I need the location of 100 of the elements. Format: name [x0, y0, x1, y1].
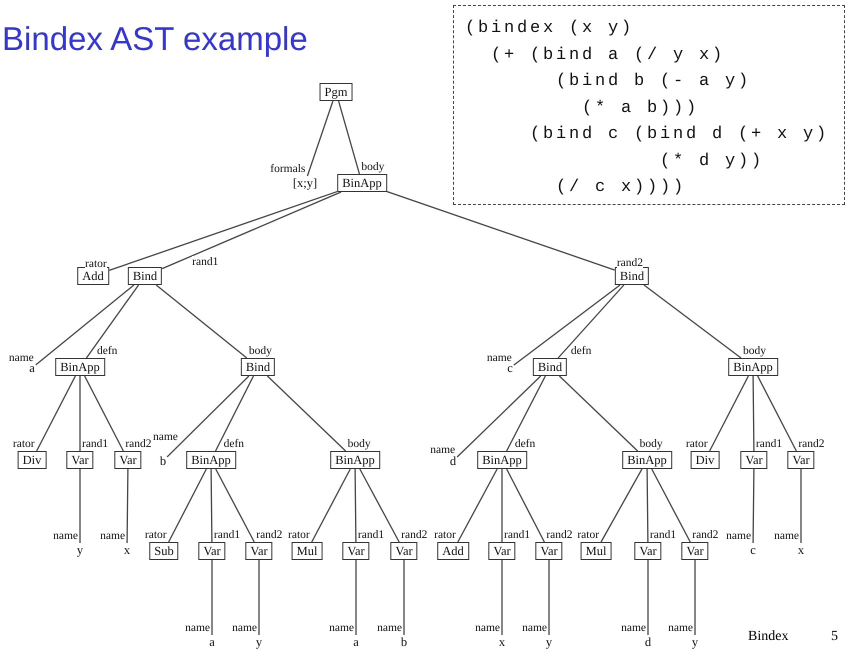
tree-node-box: Var — [681, 542, 709, 560]
tree-node-box: BinApp — [55, 358, 105, 376]
tree-node-box: BinApp — [330, 451, 380, 469]
tree-edge — [501, 560, 503, 635]
tree-edge — [800, 469, 802, 543]
edge-label: rand2 — [256, 529, 282, 541]
tree-edge — [36, 376, 76, 452]
edge-label: rand1 — [504, 529, 530, 541]
edge-label: rator — [577, 529, 600, 541]
tree-edge — [162, 191, 342, 270]
tree-node-box: Bind — [128, 267, 162, 285]
leaf-label: y — [690, 635, 700, 649]
tree-node-box: Var — [787, 451, 815, 469]
leaf-label: b — [400, 635, 408, 649]
tree-edge — [338, 100, 360, 174]
tree-edge — [359, 468, 400, 542]
tree-edge — [506, 468, 545, 542]
tree-edge — [166, 376, 250, 458]
edge-label: rand1 — [214, 529, 240, 541]
tree-edge — [306, 100, 334, 176]
edge-label: rand1 — [756, 438, 782, 450]
tree-edge — [558, 284, 624, 358]
leaf-label: a — [352, 635, 360, 649]
leaf-label: a — [28, 361, 36, 375]
code-panel — [453, 5, 845, 205]
tree-edge — [646, 469, 649, 542]
edge-label: rator — [686, 438, 708, 450]
tree-edge — [355, 560, 357, 635]
code-line: (+ (bind a (/ y x) — [490, 44, 726, 66]
edge-label: formals — [270, 163, 306, 175]
tree-node-box: Var — [390, 542, 418, 560]
tree-edge — [108, 190, 338, 272]
tree-edge — [600, 468, 643, 542]
edge-label: rand2 — [616, 257, 644, 270]
edge-label: body — [743, 345, 766, 357]
edge-label: rand1 — [650, 529, 676, 541]
edge-label: rand2 — [125, 438, 152, 450]
edge-label: defn — [224, 438, 244, 450]
tree-edge — [501, 469, 503, 542]
tree-edge — [644, 284, 742, 359]
edge-label: rator — [288, 529, 310, 541]
tree-edge — [548, 560, 550, 635]
leaf-label: b — [158, 454, 168, 468]
leaf-label: y — [254, 635, 264, 649]
edge-label: body — [640, 438, 663, 450]
tree-edge — [386, 190, 616, 271]
edge-label: rator — [12, 438, 35, 450]
tree-edge — [403, 560, 405, 635]
tree-edge — [457, 468, 498, 542]
tree-node-box: Var — [488, 542, 516, 560]
tree-node-box: Pgm — [320, 83, 352, 101]
slide-title: Bindex AST example — [2, 20, 308, 58]
tree-node-box: BinApp — [186, 451, 236, 469]
edge-label: rand2 — [401, 529, 428, 541]
leaf-label: y — [544, 635, 554, 649]
tree-edge — [709, 376, 749, 452]
leaf-label: d — [644, 635, 652, 649]
edge-label: rand1 — [192, 256, 218, 268]
tree-node-box: Var — [342, 542, 370, 560]
tree-node-box: Var — [634, 542, 662, 560]
tree-node-box: Bind — [240, 358, 276, 376]
tree-node-box: Mul — [580, 542, 612, 560]
tree-edge — [210, 469, 213, 542]
tree-edge — [84, 376, 124, 452]
edge-label: defn — [97, 345, 118, 357]
tree-node-box: Var — [198, 542, 226, 560]
tree-edge — [35, 284, 134, 366]
code-line: (* d y)) — [659, 150, 764, 172]
tree-node-box: Div — [690, 451, 720, 469]
edge-label: body — [248, 345, 272, 357]
edge-label: body — [361, 161, 384, 173]
tree-node-box: BinApp — [477, 451, 527, 469]
code-line: (* a b))) — [581, 98, 700, 120]
edge-label: defn — [570, 345, 592, 357]
tree-edge — [558, 376, 638, 452]
tree-edge — [215, 468, 255, 542]
code-line: (bindex (x y) — [465, 18, 634, 40]
code-line: (bind b (- a y) — [555, 71, 752, 93]
edge-label: body — [348, 438, 371, 450]
tree-node-box: BinApp — [622, 451, 672, 469]
leaf-label: y — [76, 543, 84, 557]
tree-node-box: Var — [535, 542, 563, 560]
tree-node-box: Var — [114, 451, 142, 469]
edge-label: rand2 — [546, 529, 573, 541]
edge-label: rator — [434, 529, 456, 541]
tree-edge — [694, 560, 696, 635]
tree-node-box: Bind — [532, 358, 568, 376]
tree-node-box: Var — [740, 451, 768, 469]
tree-edge — [354, 469, 357, 542]
leaf-label: [x;y] — [292, 176, 318, 190]
tree-edge — [651, 468, 691, 542]
leaf-label: x — [498, 635, 506, 649]
tree-edge — [752, 469, 755, 543]
edge-label: rator — [85, 258, 107, 270]
tree-edge — [757, 376, 797, 452]
tree-edge — [258, 560, 260, 635]
edge-label: rator — [144, 529, 167, 541]
tree-edge — [156, 284, 248, 358]
footer-text: Bindex — [748, 629, 788, 645]
tree-edge — [647, 560, 649, 635]
